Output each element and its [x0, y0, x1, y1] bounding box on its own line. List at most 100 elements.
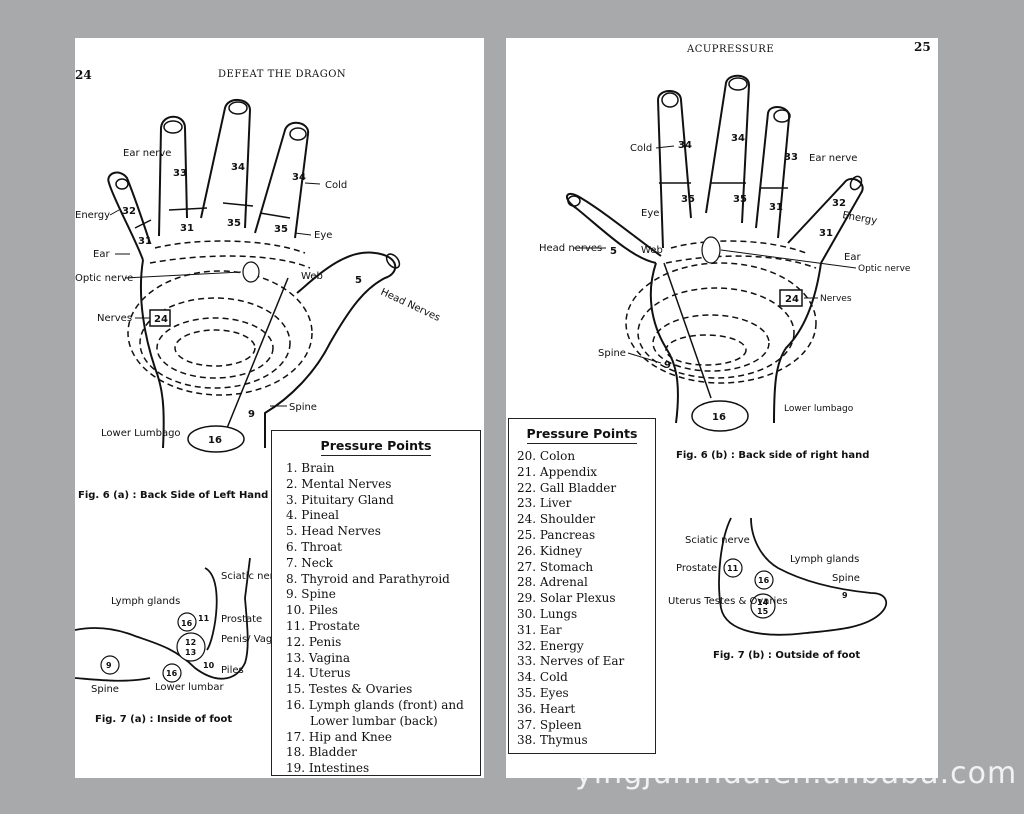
lf-num-13: 13: [185, 648, 196, 657]
rh-label-lower-lumbago: Lower lumbago: [784, 404, 854, 414]
right-page: ACUPRESSURE 25: [506, 38, 938, 778]
lf-label-penis-vagina: Penis/ Vagina: [221, 634, 287, 645]
lh-label-energy: Energy: [75, 210, 110, 221]
list-item: 34. Cold: [517, 670, 568, 685]
lh-num-35a: 35: [227, 218, 241, 229]
lh-num-24: 24: [154, 314, 168, 325]
rh-label-cold: Cold: [630, 143, 652, 154]
fig6b-caption: Fig. 6 (b) : Back side of right hand: [676, 450, 870, 461]
rh-num-16: 16: [712, 412, 726, 423]
list-item: 37. Spleen: [517, 717, 582, 732]
list-item: 12. Penis: [286, 634, 342, 649]
rh-num-35b: 35: [733, 194, 747, 205]
rf-label-prostate: Prostate: [676, 563, 717, 574]
lf-num-16b: 16: [166, 669, 178, 678]
rf-label-spine: Spine: [832, 573, 860, 584]
lh-num-34b: 34: [292, 172, 306, 183]
list-item: 25. Pancreas: [517, 527, 596, 542]
lh-label-nerves: Nerves: [97, 313, 132, 324]
pressure-points-title-left: Pressure Points: [320, 438, 432, 456]
list-item: 36. Heart: [517, 701, 576, 716]
rh-num-33: 33: [784, 152, 798, 163]
lf-num-12: 12: [185, 638, 196, 647]
rh-num-34b: 34: [731, 133, 745, 144]
pressure-points-box-left: Pressure Points 1. Brain 2. Mental Nerve…: [271, 430, 481, 776]
lh-num-33: 33: [173, 168, 187, 179]
rh-label-spine: Spine: [598, 348, 626, 359]
rh-num-5: 5: [610, 246, 617, 257]
list-item: 22. Gall Bladder: [517, 480, 617, 495]
lf-num-9: 9: [106, 661, 112, 670]
list-item: 19. Intestines: [286, 761, 370, 776]
lh-label-head-nerves: Head Nerves: [379, 287, 442, 324]
fig6a-caption: Fig. 6 (a) : Back Side of Left Hand: [78, 490, 269, 501]
lh-num-16: 16: [208, 435, 222, 446]
rf-label-lymph-glands: Lymph glands: [790, 554, 859, 565]
rf-num-14: 14: [757, 598, 769, 607]
left-page: 24 DEFEAT THE DRAGON: [74, 38, 484, 778]
lf-num-16a: 16: [181, 619, 193, 628]
list-item: Lower lumbar (back): [310, 713, 438, 728]
lf-num-11: 11: [198, 614, 210, 623]
lh-num-32: 32: [122, 206, 136, 217]
lh-num-31a: 31: [138, 236, 152, 247]
list-item: 29. Solar Plexus: [517, 591, 616, 606]
lf-label-spine: Spine: [91, 684, 119, 695]
lh-label-cold: Cold: [325, 180, 347, 191]
lh-num-31b: 31: [180, 223, 194, 234]
list-item: 26. Kidney: [517, 543, 582, 558]
rh-label-head-nerves: Head nerves: [539, 243, 602, 254]
list-item: 16. Lymph glands (front) and: [286, 697, 464, 712]
lh-num-34a: 34: [231, 162, 245, 173]
lh-num-9: 9: [248, 409, 255, 420]
rh-label-ear: Ear: [844, 252, 861, 263]
pressure-points-list-right: 20. Colon 21. Appendix 22. Gall Bladder …: [509, 449, 655, 749]
lh-label-ear: Ear: [93, 249, 110, 260]
list-item: 20. Colon: [517, 449, 576, 463]
rf-label-uterus-testes: Uterus Testes & Ovaries: [668, 596, 788, 607]
list-item: 13. Vagina: [286, 650, 351, 665]
list-item: 33. Nerves of Ear: [517, 654, 625, 669]
list-item: 35. Eyes: [517, 685, 569, 700]
lf-num-10: 10: [203, 661, 215, 670]
rh-label-web: Web: [641, 245, 663, 256]
list-item: 14. Uterus: [286, 666, 351, 681]
rh-label-eye: Eye: [641, 208, 659, 219]
list-item: 2. Mental Nerves: [286, 476, 392, 491]
list-item: 4. Pineal: [286, 508, 339, 523]
running-head-right: ACUPRESSURE: [687, 44, 775, 55]
page-number-left: 24: [75, 68, 92, 82]
list-item: 23. Liver: [517, 496, 572, 511]
list-item: 21. Appendix: [517, 464, 598, 479]
list-item: 32. Energy: [517, 638, 584, 653]
rh-num-34a: 34: [678, 140, 692, 151]
lh-num-5: 5: [355, 275, 362, 286]
rh-label-ear-nerve: Ear nerve: [809, 153, 857, 164]
list-item: 17. Hip and Knee: [286, 729, 392, 744]
list-item: 28. Adrenal: [517, 575, 588, 590]
rh-label-nerves: Nerves: [820, 294, 852, 304]
lh-label-spine: Spine: [289, 402, 317, 413]
list-item: 30. Lungs: [517, 606, 578, 621]
list-item: 9. Spine: [286, 587, 336, 602]
lh-num-35b: 35: [274, 224, 288, 235]
rf-num-16: 16: [758, 576, 770, 585]
rh-label-energy: Energy: [841, 210, 877, 227]
list-item: 10. Piles: [286, 603, 338, 618]
lh-label-ear-nerve: Ear nerve: [123, 148, 171, 159]
list-item: 18. Bladder: [286, 745, 357, 760]
right-hand-illustration: 34 34 33 32 35 35 31 31 5 24 9 16 Cold E…: [539, 74, 911, 636]
rh-num-9: 9: [664, 360, 671, 371]
rh-num-31a: 31: [769, 202, 783, 213]
list-item: 7. Neck: [286, 555, 333, 570]
pressure-points-box-right: Pressure Points 20. Colon 21. Appendix 2…: [508, 418, 656, 754]
rh-num-24: 24: [785, 294, 799, 305]
lf-label-prostate: Prostate: [221, 614, 262, 625]
rh-num-32: 32: [832, 198, 846, 209]
fig7a-caption: Fig. 7 (a) : Inside of foot: [95, 714, 233, 725]
pressure-points-list-left: 1. Brain 2. Mental Nerves 3. Pituitary G…: [272, 461, 480, 777]
list-item: 15. Testes & Ovaries: [286, 682, 413, 697]
fig7b-caption: Fig. 7 (b) : Outside of foot: [713, 650, 861, 661]
rh-num-31b: 31: [819, 228, 833, 239]
lf-label-sciatic-nerve: Sciatic nerve: [221, 571, 286, 582]
